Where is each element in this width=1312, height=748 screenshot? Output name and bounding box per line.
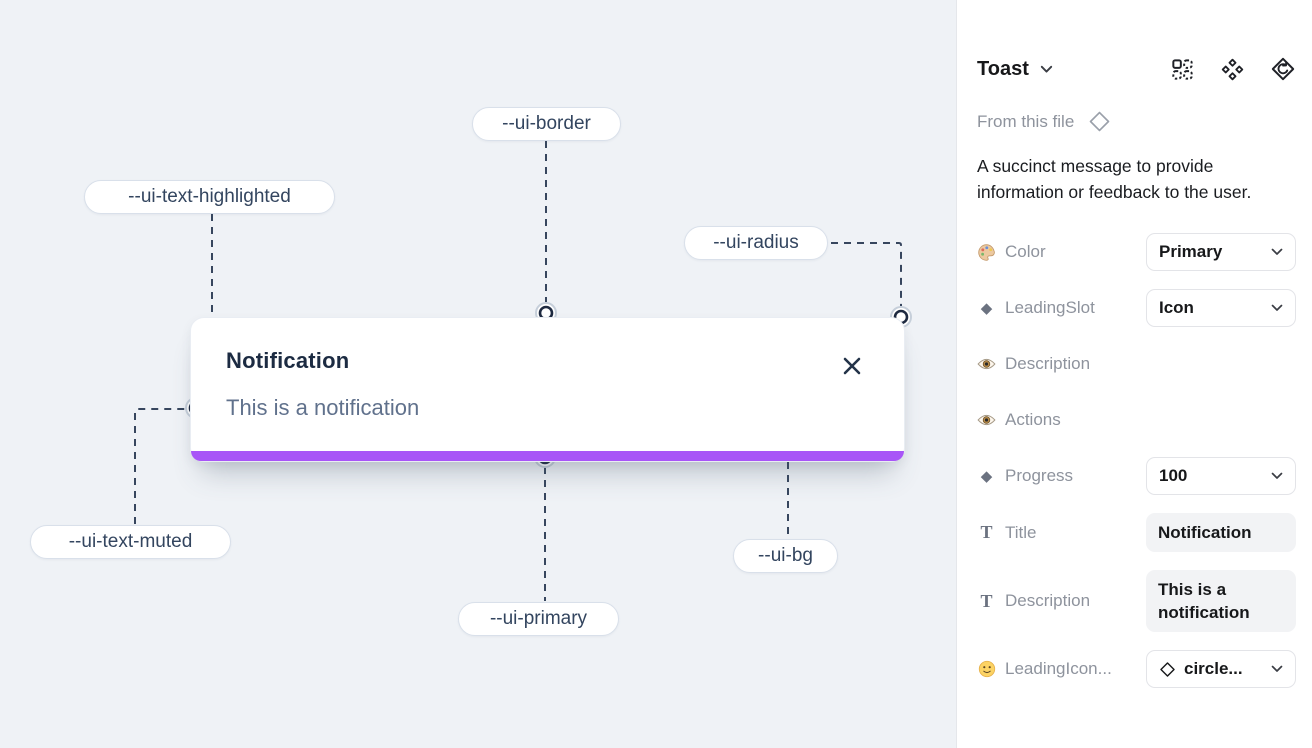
eye-icon (977, 413, 996, 427)
chevron-down-icon (1271, 304, 1283, 311)
palette-icon (977, 243, 996, 262)
diamond-outline-icon (1090, 111, 1110, 132)
prop-label-progress: Progress (1005, 466, 1074, 485)
chevron-down-icon (1271, 665, 1283, 672)
diamond-icon: ◆ (980, 299, 993, 317)
annotation-ui-radius[interactable]: --ui-radius (684, 226, 828, 260)
prop-label-leadingicon: LeadingIcon... (1005, 659, 1112, 678)
text-icon: T (980, 590, 993, 611)
prop-row-leadingicon: LeadingIcon... circle... (977, 650, 1296, 688)
chevron-down-icon[interactable] (1040, 65, 1053, 74)
panel-header: Toast (977, 56, 1296, 82)
source-row: From this file (977, 109, 1296, 134)
prop-row-description-text: T Description This is a notification (977, 570, 1296, 632)
text-icon: T (980, 522, 993, 542)
description-field[interactable]: This is a notification (1146, 570, 1296, 632)
prop-label-description-text: Description (1005, 591, 1091, 610)
toast-title: Notification (226, 348, 350, 373)
smiley-icon (977, 660, 996, 678)
prop-row-leadingslot: ◆ LeadingSlot Icon (977, 289, 1296, 327)
diamond-icon: ◆ (980, 467, 993, 485)
prop-label-description: Description (1005, 354, 1091, 373)
progress-select[interactable]: 100 (1146, 457, 1296, 495)
component-icon[interactable] (1220, 57, 1245, 82)
close-icon[interactable] (841, 355, 863, 377)
prop-row-actions-toggle: Actions (977, 401, 1296, 446)
toast-progress-bar (191, 451, 904, 461)
annotation-ui-border[interactable]: --ui-border (472, 107, 621, 141)
component-title[interactable]: Toast (977, 57, 1029, 80)
connector-ui-radius (831, 242, 902, 306)
variants-icon[interactable] (1170, 57, 1195, 82)
annotation-ui-primary[interactable]: --ui-primary (458, 602, 619, 636)
toast-component[interactable]: Notification This is a notification (190, 317, 905, 462)
source-label: From this file (977, 111, 1075, 131)
design-canvas[interactable]: Notification This is a notification --ui… (0, 0, 956, 748)
prop-row-description-toggle: Description (977, 345, 1296, 390)
component-description: A succinct message to provide informatio… (977, 156, 1252, 202)
connector-ui-text-muted (134, 408, 185, 524)
leadingslot-select[interactable]: Icon (1146, 289, 1296, 327)
prop-row-color: Color Primary (977, 233, 1296, 271)
chevron-down-icon (1271, 248, 1283, 255)
annotation-ui-text-highlighted[interactable]: --ui-text-highlighted (84, 180, 335, 214)
color-select[interactable]: Primary (1146, 233, 1296, 271)
diamond-outline-icon (1160, 661, 1175, 677)
leadingicon-select[interactable]: circle... (1146, 650, 1296, 688)
prop-label-leadingslot: LeadingSlot (1005, 298, 1095, 317)
annotation-ui-bg[interactable]: --ui-bg (733, 539, 838, 573)
property-list: Color Primary ◆ LeadingSlot Icon (977, 233, 1296, 688)
instance-swap-icon[interactable] (1270, 56, 1296, 82)
eye-icon (977, 357, 996, 371)
properties-panel: Toast (956, 0, 1312, 748)
title-field[interactable]: Notification (1146, 513, 1296, 552)
toast-description: This is a notification (226, 395, 420, 420)
prop-label-title: Title (1005, 522, 1037, 542)
prop-row-progress: ◆ Progress 100 (977, 457, 1296, 495)
annotation-ui-text-muted[interactable]: --ui-text-muted (30, 525, 231, 559)
prop-row-title: T Title Notification (977, 513, 1296, 552)
prop-label-color: Color (1005, 242, 1046, 261)
chevron-down-icon (1271, 472, 1283, 479)
prop-label-actions: Actions (1005, 410, 1061, 429)
